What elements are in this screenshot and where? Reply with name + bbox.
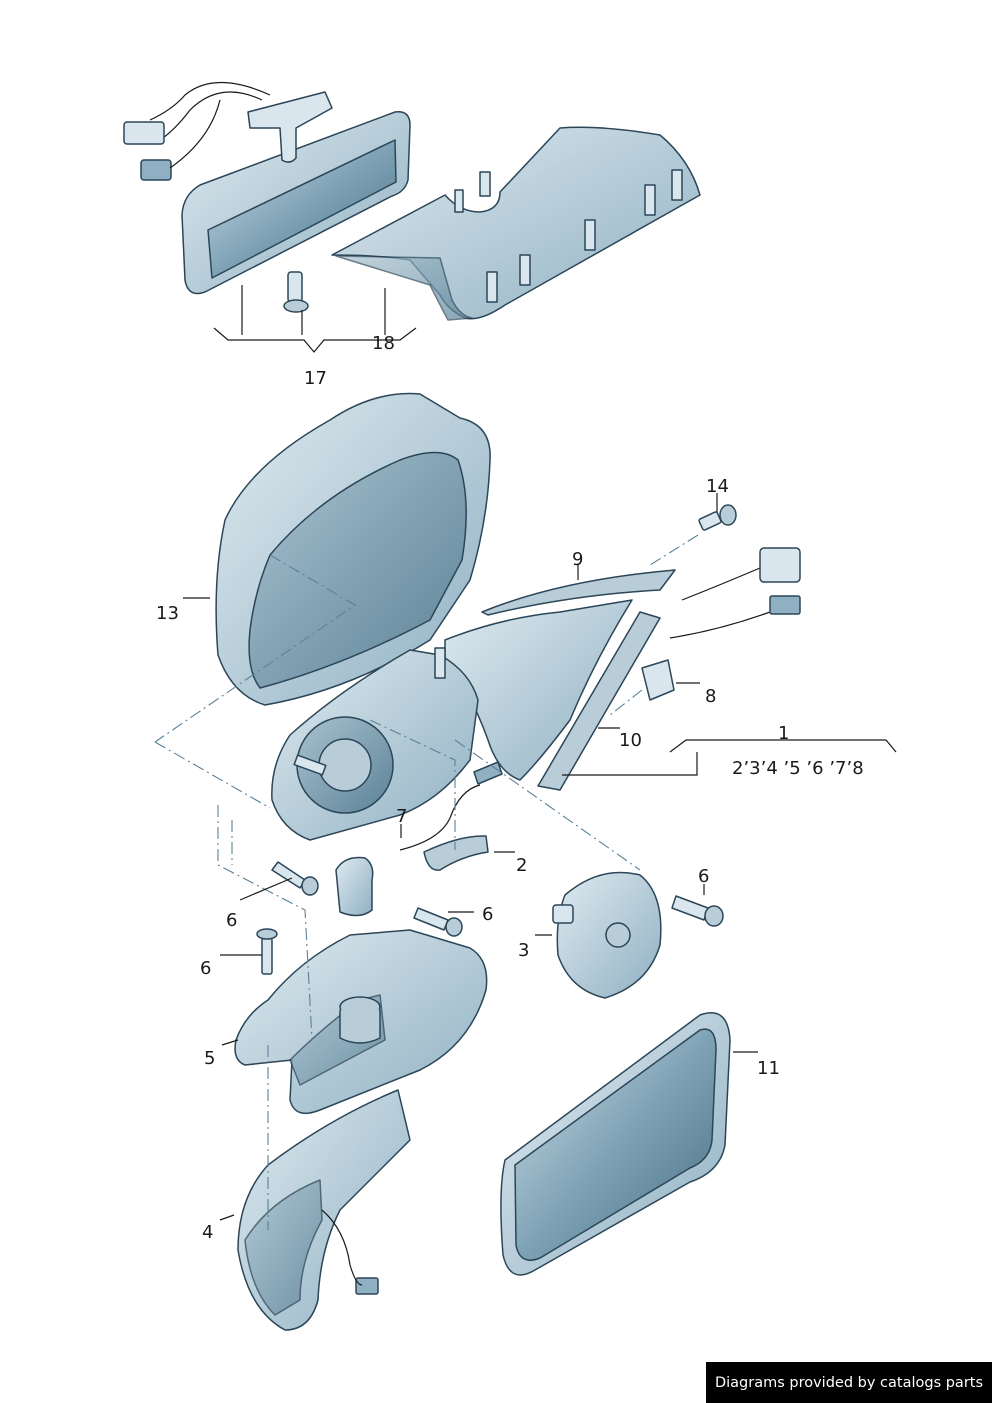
label-2: 2 <box>516 855 527 876</box>
screw-part-14 <box>698 504 737 531</box>
screw-part-6-a <box>271 861 319 896</box>
mirror-glass-part-11 <box>500 1012 731 1276</box>
label-6-b: 6 <box>482 904 493 925</box>
label-1: 1 <box>778 723 789 744</box>
lower-cover-part-4 <box>237 1089 411 1331</box>
screw-part-6-d <box>671 895 724 927</box>
label-14: 14 <box>706 476 729 497</box>
screw-part-6-b <box>256 928 278 975</box>
clip-part-8 <box>641 659 675 701</box>
label-6-a: 6 <box>226 910 237 931</box>
credit-banner: Diagrams provided by catalogs parts <box>706 1362 992 1403</box>
label-6-d: 6 <box>200 958 211 979</box>
label-7: 7 <box>396 806 407 827</box>
label-8: 8 <box>705 686 716 707</box>
base-cover-part-5 <box>234 929 488 1115</box>
label-13: 13 <box>156 603 179 624</box>
label-9: 9 <box>572 549 583 570</box>
screw-part-6-c <box>413 907 463 937</box>
adjustment-motor-part-3 <box>552 871 662 999</box>
label-1-subparts: 2’3’4 ’5 ’6 ’7’8 <box>732 758 864 779</box>
label-17: 17 <box>304 368 327 389</box>
label-11: 11 <box>757 1058 780 1079</box>
label-6-c: 6 <box>698 866 709 887</box>
mounting-screw-part-17 <box>283 271 309 313</box>
label-18: 18 <box>372 333 395 354</box>
support-sleeve <box>335 856 374 917</box>
bracket-part-2 <box>423 835 489 871</box>
label-3: 3 <box>518 940 529 961</box>
label-5: 5 <box>204 1048 215 1069</box>
connector-cables <box>669 547 801 639</box>
mirror-housing-part-13 <box>154 392 491 743</box>
label-4: 4 <box>202 1222 213 1243</box>
mirror-cover-part-18 <box>331 126 701 321</box>
label-10: 10 <box>619 730 642 751</box>
glass-carrier-frame <box>271 647 479 841</box>
interior-mirror-part-17 <box>123 81 411 295</box>
mirror-base-part-1 <box>444 569 676 791</box>
